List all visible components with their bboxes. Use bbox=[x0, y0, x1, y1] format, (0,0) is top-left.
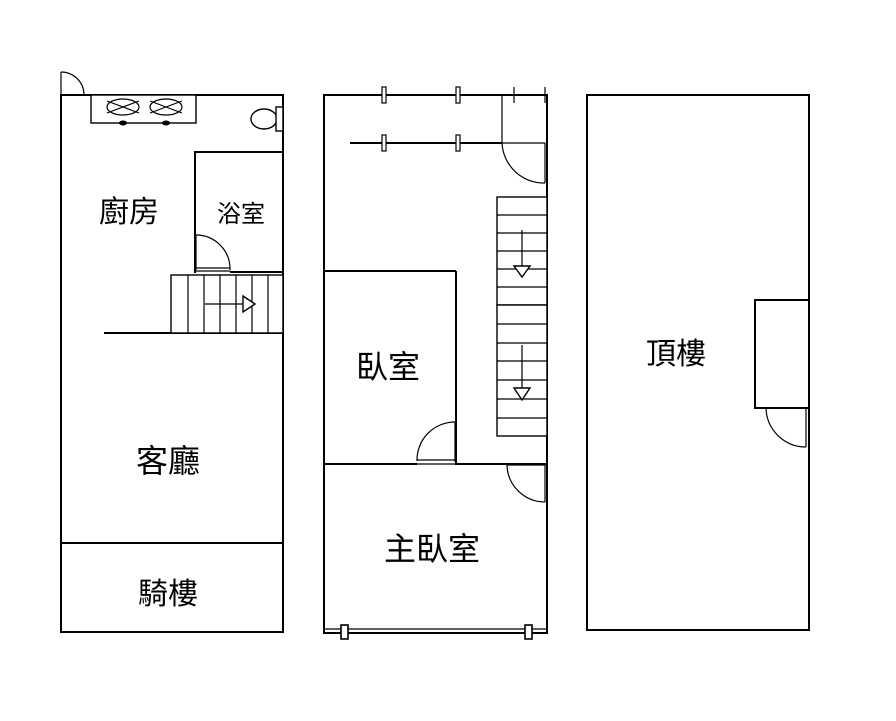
first-floor: 廚房 浴室 客廳 騎樓 bbox=[60, 71, 284, 633]
entry-door-icon bbox=[60, 71, 85, 96]
balcony-rail-icon bbox=[324, 624, 547, 640]
toilet-icon bbox=[250, 106, 284, 132]
roof-door-icon bbox=[765, 407, 807, 448]
master-bedroom-label: 主臥室 bbox=[384, 530, 480, 568]
stove-icon bbox=[90, 94, 197, 126]
bedroom-door-icon bbox=[416, 421, 456, 469]
bedroom-label: 臥室 bbox=[356, 348, 420, 386]
second-floor: 臥室 主臥室 bbox=[323, 86, 548, 640]
stair-house-walls bbox=[754, 299, 810, 409]
bathroom-label: 浴室 bbox=[217, 200, 265, 228]
arcade-label: 騎樓 bbox=[138, 577, 198, 612]
attic-label: 頂樓 bbox=[646, 337, 706, 372]
roof-floor: 頂樓 bbox=[586, 94, 810, 631]
master-bedroom-door-icon bbox=[506, 464, 546, 503]
first-floor-outline bbox=[60, 94, 284, 633]
kitchen-label: 廚房 bbox=[99, 195, 159, 230]
second-floor-stair-icon bbox=[496, 196, 548, 437]
bathroom-walls bbox=[194, 151, 284, 273]
first-floor-stair-icon bbox=[170, 274, 284, 334]
hall-door-icon bbox=[501, 142, 546, 184]
living-room-label: 客廳 bbox=[136, 442, 200, 480]
bathroom-door-icon bbox=[195, 234, 231, 274]
closet-icon bbox=[324, 86, 546, 152]
